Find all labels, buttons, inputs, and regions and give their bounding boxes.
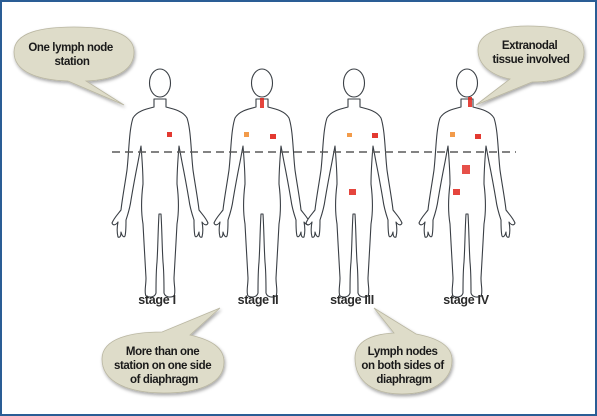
figure-stage-4 [419, 69, 515, 297]
node-marker [270, 134, 276, 139]
callout-line: Lymph nodes [368, 346, 438, 358]
callout-line: of diaphragm [130, 374, 198, 386]
node-marker [349, 189, 356, 195]
stage-label: stage III [330, 293, 374, 307]
node-marker [462, 165, 470, 174]
node-marker [453, 189, 460, 195]
stage-label: stage I [138, 293, 176, 307]
figure-stage-3 [306, 69, 402, 297]
callout-line: More than one [126, 346, 199, 358]
callout-line: One lymph node [28, 42, 113, 54]
node-marker [167, 132, 172, 137]
callout-line: diaphragm [376, 374, 431, 386]
node-marker [372, 133, 378, 138]
node-marker [475, 134, 481, 139]
node-marker [347, 133, 352, 137]
stage-label: stage II [238, 293, 279, 307]
callout-line: station on one side [114, 360, 211, 372]
stage-label: stage IV [443, 293, 489, 307]
node-marker [260, 98, 264, 108]
node-marker [244, 132, 249, 137]
figure-stage-1 [112, 69, 208, 297]
node-marker [450, 132, 455, 137]
callout-line: on both sides of [361, 360, 444, 372]
callout-line: station [55, 56, 90, 68]
callout-line: Extranodal [502, 40, 558, 52]
node-marker [468, 97, 472, 107]
callout-line: tissue involved [492, 54, 569, 66]
